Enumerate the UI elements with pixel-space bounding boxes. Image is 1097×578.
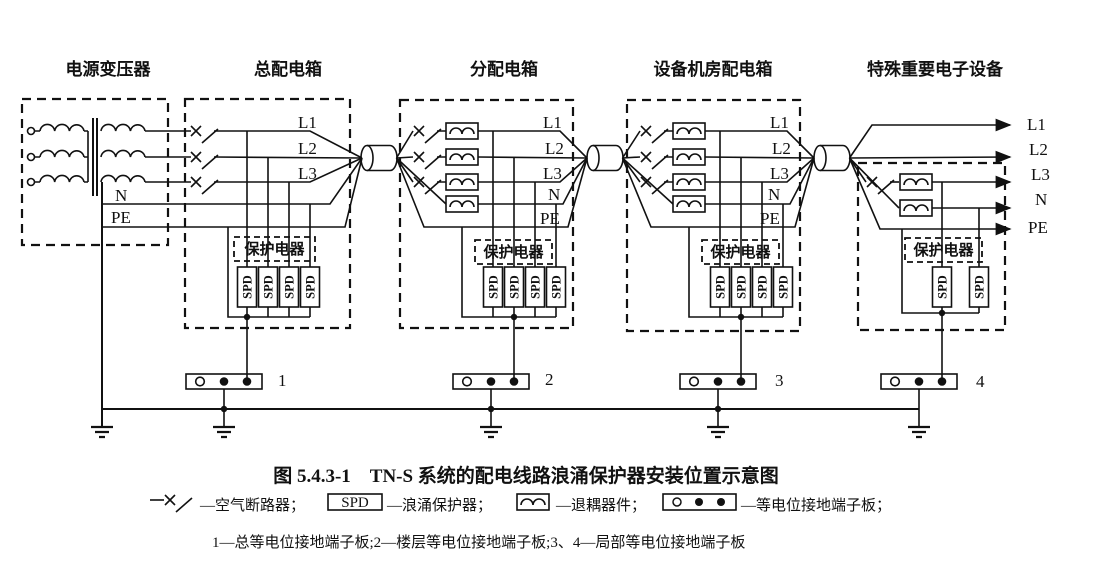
line-label-l3: L3 (298, 164, 317, 183)
line-label-pe: PE (760, 209, 780, 228)
terminal-board-1 (185, 373, 263, 390)
line-label-n: N (115, 186, 127, 205)
special-equipment-box (856, 161, 1007, 332)
special-equipment-wiring: L1 L2 L3 N PE 保护电器 (848, 115, 1050, 380)
line-label-l1: L1 (298, 113, 317, 132)
sub-distribution-box (398, 98, 575, 330)
line-label-l2: L2 (772, 139, 791, 158)
title-main-box: 总配电箱 (254, 59, 322, 79)
line-label-n: N (768, 185, 780, 204)
protector-frame (701, 239, 780, 265)
legend-breaker-label: —空气断路器； (199, 497, 305, 514)
equipment-room-box (625, 98, 802, 333)
terminal-board-3 (679, 373, 757, 390)
line-label-l1: L1 (543, 113, 562, 132)
title-sub-box: 分配电箱 (470, 59, 538, 79)
protector-label: 保护电器 (912, 241, 974, 259)
section-titles: 电源变压器 总配电箱 分配电箱 设备机房配电箱 特殊重要电子设备 (66, 59, 1004, 79)
cable-2 (586, 144, 624, 172)
line-label-pe: PE (1028, 218, 1048, 237)
sub-box-wiring: L1 L2 L3 N PE 保护电器 (395, 113, 588, 380)
line-label-n: N (548, 185, 560, 204)
legend: —空气断路器； SPD —浪涌保护器； —退耦器件； —等电位接地端子板； 1—… (150, 493, 891, 551)
protector-label: 保护电器 (482, 243, 544, 261)
main-distribution-box (183, 97, 352, 330)
title-equip-box: 设备机房配电箱 (654, 59, 773, 79)
legend-decoupler-label: —退耦器件； (555, 497, 646, 514)
line-label-l2: L2 (298, 139, 317, 158)
legend-spd-text: SPD (341, 495, 369, 511)
transformer-box (20, 97, 170, 247)
line-label-l1: L1 (770, 113, 789, 132)
protector-frame (474, 239, 553, 265)
main-box-wiring: L1 L2 L3 保护电器 (102, 113, 363, 380)
line-label-l2: L2 (1029, 140, 1048, 159)
line-label-l2: L2 (545, 139, 564, 158)
legend-breaker-icon (164, 494, 193, 513)
grounding-system: 1 2 3 4 (89, 182, 985, 439)
figure-caption: 图 5.4.3-1 TN-S 系统的配电线路浪涌保护器安装位置示意图 (273, 464, 779, 487)
legend-spd-icon (327, 493, 383, 511)
title-special: 特殊重要电子设备 (867, 59, 1004, 79)
equip-box-wiring: L1 L2 L3 N PE 保护电器 (621, 113, 815, 380)
legend-board-label: —等电位接地端子板； (740, 496, 891, 514)
terminal-board-4 (880, 373, 958, 390)
terminal-board-2 (452, 373, 530, 390)
terminal-number-1: 1 (278, 371, 287, 390)
terminal-number-2: 2 (545, 370, 554, 389)
protector-frame (904, 237, 983, 263)
cable-3 (813, 144, 851, 172)
terminal-number-4: 4 (976, 372, 985, 391)
legend-decoupler-icon (516, 493, 550, 511)
line-label-pe: PE (111, 208, 131, 227)
line-label-l3: L3 (543, 164, 562, 183)
line-label-l3: L3 (1031, 165, 1050, 184)
protector-label: 保护电器 (709, 243, 771, 261)
line-label-l3: L3 (770, 164, 789, 183)
cable-1 (360, 144, 398, 172)
protector-frame (233, 236, 316, 262)
section-boxes (20, 97, 1007, 333)
transformer-core (92, 118, 98, 196)
title-transformer: 电源变压器 (66, 59, 152, 79)
legend-board-icon (662, 493, 737, 511)
transformer-section: N PE (26, 118, 146, 227)
protector-label: 保护电器 (243, 240, 305, 258)
legend-spd-label: —浪涌保护器； (386, 497, 492, 514)
line-label-n: N (1035, 190, 1047, 209)
terminal-number-3: 3 (775, 371, 784, 390)
legend-note: 1—总等电位接地端子板;2—楼层等电位接地端子板;3、4—局部等电位接地端子板 (212, 533, 745, 551)
line-label-l1: L1 (1027, 115, 1046, 134)
line-label-pe: PE (540, 209, 560, 228)
